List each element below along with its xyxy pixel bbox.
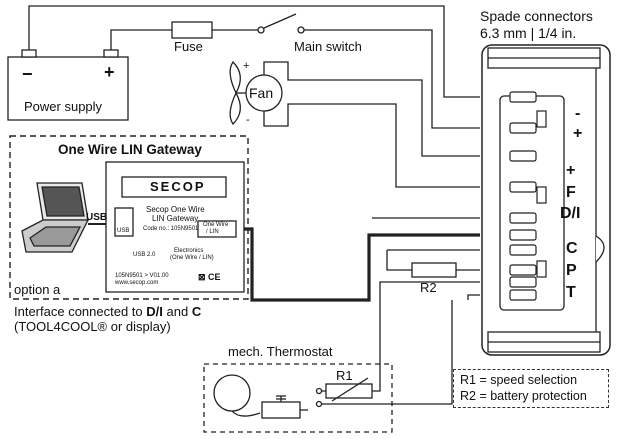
wire-positive-b <box>304 29 480 129</box>
usb20-label: USB 2.0 <box>133 252 156 258</box>
electronics-label-2: (One Wire / LIN) <box>170 255 214 261</box>
thermostat-frame <box>203 363 393 433</box>
r1-label: R1 <box>336 368 353 383</box>
cert-mark: ⊠ CE <box>198 272 221 282</box>
wire-negative <box>28 5 480 98</box>
r2-resistor <box>411 262 457 278</box>
fan-label: Fan <box>249 85 274 101</box>
box-label-2: / LIN <box>206 229 219 235</box>
interface-prefix: Interface connected to <box>14 304 147 319</box>
gateway-title: One Wire LIN Gateway <box>58 142 202 157</box>
interface-line-2: (TOOL4COOL® or display) <box>14 319 171 334</box>
power-supply-label: Power supply <box>24 99 103 114</box>
wire-gateway <box>244 227 480 302</box>
pin-label-plus-fan: + <box>566 162 576 179</box>
main-switch-label: Main switch <box>294 39 362 54</box>
fan-plus-label: + <box>243 60 250 72</box>
secop-logo: SECOP <box>150 179 206 194</box>
thermostat-label: mech. Thermostat <box>228 344 333 359</box>
legend-r2: R2 = battery protection <box>460 389 587 403</box>
product-name-2: LIN Gateway <box>152 214 199 223</box>
pin-label-c: C <box>566 240 578 257</box>
battery-minus-label: − <box>22 64 33 84</box>
legend-r1: R1 = speed selection <box>460 373 578 387</box>
spade-size-label: 6.3 mm | 1/4 in. <box>480 25 577 41</box>
pin-label-f: F <box>566 184 576 201</box>
usb-badge: USB <box>117 228 130 234</box>
wire-r2-a <box>386 263 412 271</box>
interface-c: C <box>191 304 202 319</box>
website-label: www.secop.com <box>115 280 159 286</box>
box-label-1: One Wire <box>203 222 229 228</box>
pin-label-plus: + <box>573 125 583 142</box>
wire-fan-minus <box>263 103 480 188</box>
interface-and: and <box>162 304 192 319</box>
wire-r1-b <box>322 300 453 405</box>
battery-terminal-minus <box>21 49 37 58</box>
r1-resistor <box>325 383 373 399</box>
thermostat-bulb <box>213 374 251 412</box>
wire-fan-plus <box>263 61 480 157</box>
fan-minus-label: - <box>246 114 250 126</box>
resistor-legend: R1 = speed selection R2 = battery protec… <box>453 369 609 408</box>
battery-body <box>7 56 129 121</box>
option-a-label: option a <box>14 282 61 297</box>
thermostat-knob <box>261 401 301 419</box>
pin-label-p: P <box>566 262 577 279</box>
spade-connectors-label: Spade connectors <box>480 8 593 24</box>
interface-di: D/I <box>146 304 163 319</box>
pin-label-t: T <box>566 284 576 301</box>
version-label: 105N9501 > V01.00 <box>115 273 169 279</box>
fuse-label: Fuse <box>174 39 203 54</box>
fan-blade-top <box>229 60 241 95</box>
pin-label-di: D/I <box>560 205 581 222</box>
usb-cable-label: USB <box>86 212 108 223</box>
fuse-symbol <box>171 21 213 39</box>
switch-contact-b <box>297 26 305 34</box>
battery-terminal-plus <box>103 49 119 58</box>
pin-label-minus: - <box>575 105 581 122</box>
switch-contact-a <box>257 26 265 34</box>
battery-plus-label: + <box>104 62 115 82</box>
wire-r1-a <box>372 281 480 392</box>
r2-label: R2 <box>420 280 437 295</box>
electronics-label-1: Electronics <box>174 248 204 254</box>
code-number: Code no.: 105N9501 <box>143 226 199 232</box>
wire-t <box>467 294 480 300</box>
gateway-frame <box>9 135 249 300</box>
switch-lever <box>263 13 297 29</box>
interface-line-1: Interface connected to D/I and C <box>14 304 202 320</box>
wire-positive-a <box>110 29 172 50</box>
product-name-1: Secop One Wire <box>146 205 205 214</box>
fan-blade-bottom <box>229 91 241 126</box>
